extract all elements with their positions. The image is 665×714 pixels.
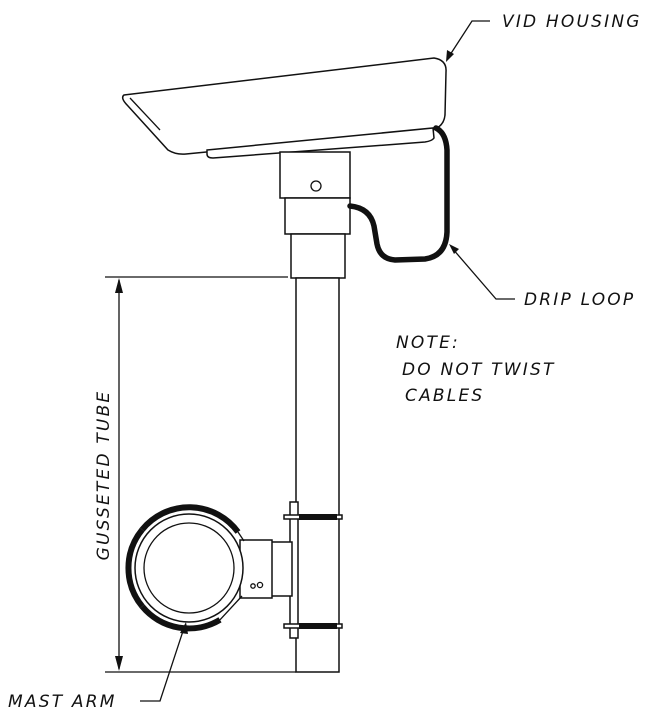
note-title: NOTE: (396, 333, 460, 353)
drip-loop-label: DRIP LOOP (524, 290, 635, 310)
note-line-1: DO NOT TWIST (402, 360, 556, 380)
vid-housing-label: VID HOUSING (502, 12, 642, 32)
mast-arm (125, 504, 245, 632)
camera-bracket (279, 151, 351, 279)
note-line-2: CABLES (405, 386, 484, 406)
mast-arm-label: MAST ARM (8, 692, 117, 712)
gusseted-tube-label: GUSSETED TUBE (94, 390, 114, 561)
tube-dimension (105, 276, 296, 673)
drip-loop-cable (347, 125, 450, 263)
video-housing (121, 57, 447, 159)
leaders (140, 20, 515, 702)
gusseted-tube (295, 277, 340, 673)
